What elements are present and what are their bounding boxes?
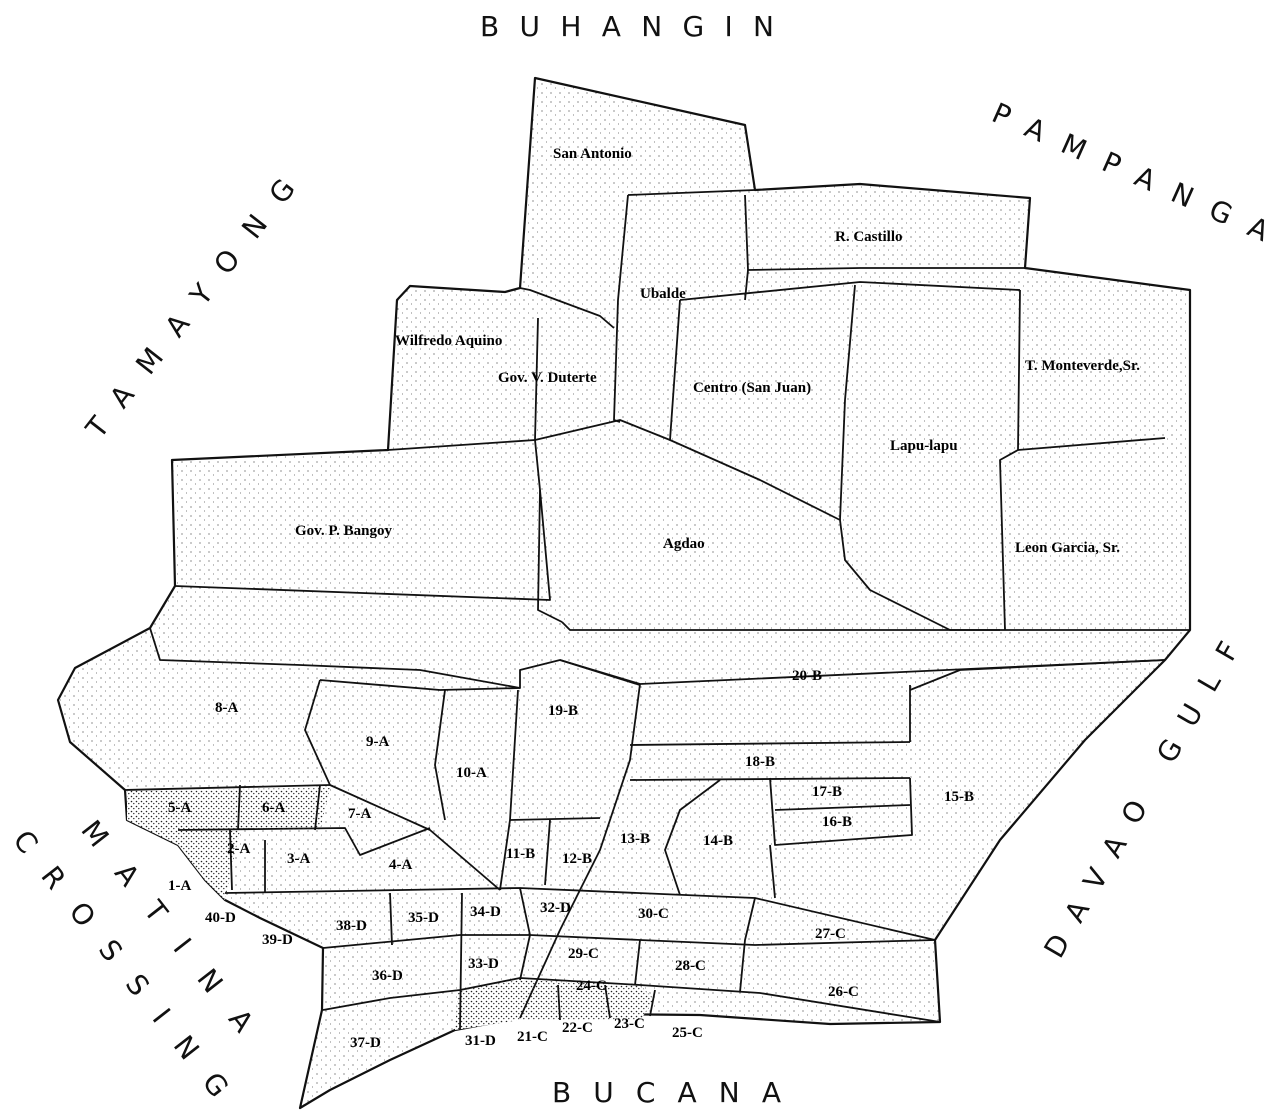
barangay-label: 33-D <box>468 956 499 972</box>
barangay-label: 3-A <box>287 851 310 867</box>
barangay-label: 38-D <box>336 918 367 934</box>
barangay-label: Centro (San Juan) <box>693 380 811 396</box>
barangay-label: 26-C <box>828 984 859 1000</box>
barangay-label: Ubalde <box>640 286 686 302</box>
barangay-label: Agdao <box>663 536 705 552</box>
dense-area-south <box>455 980 655 1030</box>
district-outline <box>56 76 1192 1110</box>
barangay-label: 11-B <box>506 846 535 862</box>
label-pampanga: PAMPANGA <box>987 96 1274 248</box>
barangay-label: 21-C <box>517 1029 548 1045</box>
barangay-label: 37-D <box>350 1035 381 1051</box>
barangay-label: R. Castillo <box>835 229 903 245</box>
barangay-label: 28-C <box>675 958 706 974</box>
dense-area-west <box>127 788 330 900</box>
barangay-label: Gov. P. Bangoy <box>295 523 392 539</box>
barangay-label: 7-A <box>348 806 371 822</box>
barangay-label: 1-A <box>168 878 191 894</box>
barangay-label: Wilfredo Aquino <box>395 333 502 349</box>
barangay-label: 32-D <box>540 900 571 916</box>
interior-boundaries <box>124 189 1190 1031</box>
barangay-label: 19-B <box>548 703 578 719</box>
barangay-label: 9-A <box>366 734 389 750</box>
barangay-label: Gov. V. Duterte <box>498 370 597 386</box>
barangay-label: 16-B <box>822 814 852 830</box>
barangay-label: T. Monteverde,Sr. <box>1025 358 1140 374</box>
barangay-label: 35-D <box>408 910 439 926</box>
barangay-label: 17-B <box>812 784 842 800</box>
barangay-label: 34-D <box>470 904 501 920</box>
barangay-label: 22-C <box>562 1020 593 1036</box>
barangay-label: 30-C <box>638 906 669 922</box>
barangay-label: 36-D <box>372 968 403 984</box>
barangay-label: 8-A <box>215 700 238 716</box>
barangay-label: 10-A <box>456 765 487 781</box>
barangay-labels: San Antonio R. Castillo Ubalde Wilfredo … <box>168 146 1140 1051</box>
barangay-label: 5-A <box>168 800 191 816</box>
barangay-label: 24-C <box>576 978 607 994</box>
barangay-label: 15-B <box>944 789 974 805</box>
barangay-label: 2-A <box>227 841 250 857</box>
barangay-label: Leon Garcia, Sr. <box>1015 540 1120 556</box>
barangay-label: 6-A <box>262 800 285 816</box>
barangay-label: 4-A <box>389 857 412 873</box>
barangay-label: Lapu-lapu <box>890 438 958 454</box>
barangay-label: 39-D <box>262 932 293 948</box>
barangay-label: 20-B <box>792 668 822 684</box>
barangay-label: 14-B <box>703 833 733 849</box>
barangay-label: 13-B <box>620 831 650 847</box>
barangay-label: 23-C <box>614 1016 645 1032</box>
barangay-label: 27-C <box>815 926 846 942</box>
barangay-label: San Antonio <box>553 146 632 162</box>
barangay-label: 29-C <box>568 946 599 962</box>
barangay-label: 18-B <box>745 754 775 770</box>
label-bucana: BUCANA <box>552 1076 782 1109</box>
barangay-label: 40-D <box>205 910 236 926</box>
barangay-label: 12-B <box>562 851 592 867</box>
label-buhangin: BUHANGIN <box>480 10 775 43</box>
barangay-label: 25-C <box>672 1025 703 1041</box>
label-tamayong: TAMAYONG <box>79 172 303 445</box>
barangay-label: 31-D <box>465 1033 496 1049</box>
